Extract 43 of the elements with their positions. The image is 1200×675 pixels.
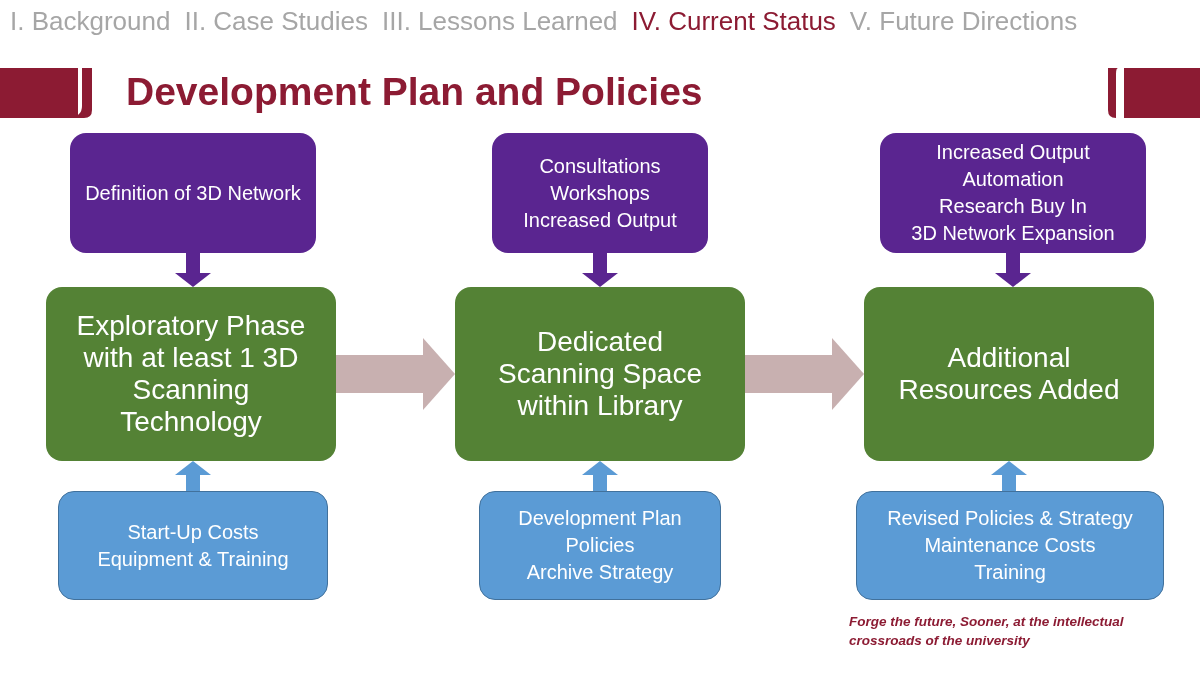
box-text: Consultations: [539, 153, 661, 179]
phase-box: [864, 287, 1154, 461]
nav-section-label: V. Future Directions: [849, 6, 1078, 37]
nav-section-label: I. Background: [10, 6, 171, 37]
block-arrow: [745, 338, 864, 410]
box-text: Revised Policies & Strategy: [887, 506, 1133, 531]
box-text: Workshops: [550, 180, 650, 206]
block-arrow: [582, 253, 618, 287]
input-box: [856, 491, 1164, 600]
box-text: Training: [974, 560, 1046, 585]
box-text: Dedicated Scanning Space within Library: [497, 326, 703, 422]
block-arrow: [175, 461, 211, 491]
box-text: Increased Output: [936, 140, 1090, 165]
phase-box: [455, 287, 745, 461]
input-box: [479, 491, 721, 600]
tagline: Forge the future, Sooner, at the intellectual crossroads of the university: [849, 613, 1125, 650]
box-text: Exploratory Phase with at least 1 3D Scanning Technology: [75, 310, 307, 438]
phase-box: [46, 287, 336, 461]
nav-section-label: III. Lessons Learned: [382, 6, 618, 37]
box-text: Policies: [565, 533, 635, 558]
box-text: Increased Output: [523, 207, 677, 233]
block-arrow: [175, 253, 211, 287]
input-box: [58, 491, 328, 600]
box-text: Development Plan: [518, 506, 682, 531]
box-text: 3D Network Expansion: [911, 221, 1115, 246]
block-arrow: [336, 338, 455, 410]
nav-section-label: II. Case Studies: [184, 6, 368, 37]
outcome-box: [70, 133, 316, 253]
box-text: Maintenance Costs: [924, 533, 1096, 558]
box-text: Equipment & Training: [97, 546, 289, 572]
slide-title: Development Plan and Policies: [126, 70, 703, 114]
box-text: Archive Strategy: [526, 560, 674, 585]
block-arrow: [991, 461, 1027, 491]
outcome-box: [492, 133, 708, 253]
outcome-box: [880, 133, 1146, 253]
block-arrow: [995, 253, 1031, 287]
box-text: Automation: [962, 167, 1064, 192]
box-text: Start-Up Costs: [127, 519, 259, 545]
box-text: Definition of 3D Network: [85, 180, 301, 206]
box-text: Research Buy In: [939, 194, 1087, 219]
block-arrow: [582, 461, 618, 491]
box-text: Additional Resources Added: [897, 342, 1121, 406]
nav-section-label: IV. Current Status: [631, 6, 836, 37]
